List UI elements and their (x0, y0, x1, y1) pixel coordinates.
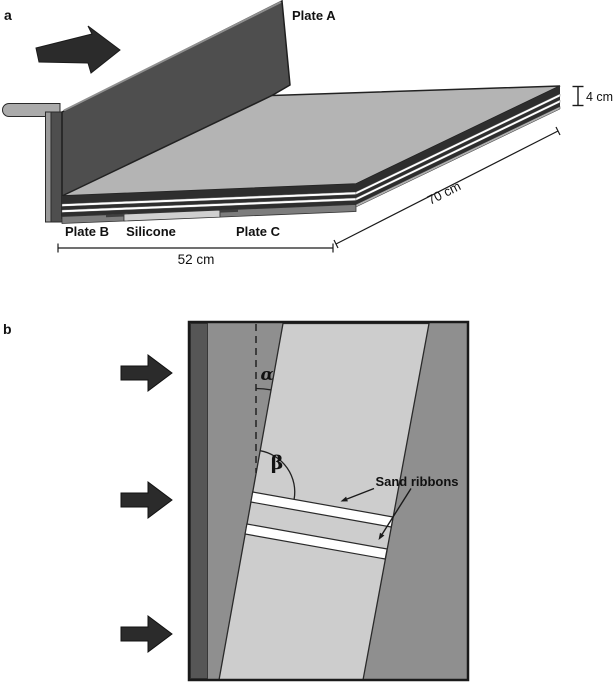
panel-b-label: b (3, 321, 12, 337)
width-dim-line (57, 243, 334, 253)
plate-c-base (219, 204, 357, 218)
silicone-right-tab (220, 209, 238, 213)
beta-angle-arc (259, 450, 296, 500)
sand-ribbon-1 (250, 491, 394, 528)
plate-c-label: Plate C (236, 224, 281, 239)
plate-a-motion-arrow-icon (35, 25, 121, 74)
thickness-dim-label: 4 cm (586, 90, 613, 104)
plate-a-top-edge (63, 1, 282, 112)
sand-ribbons-label: Sand ribbons (375, 474, 458, 489)
panel-b: b α β Sand ribbons (3, 320, 470, 682)
panel-a-label: a (4, 7, 12, 23)
front-layer-dark-2 (62, 194, 356, 210)
sand-ribbons-pointer-2-icon (378, 488, 412, 540)
side-base-edge (355, 106, 561, 208)
shear-arrow-middle-icon (120, 481, 173, 519)
front-layer-dark-1 (62, 184, 356, 204)
alpha-angle-arc (255, 387, 272, 391)
sand-ribbons-pointer-1-icon (340, 487, 375, 502)
beta-angle-label: β (271, 452, 284, 474)
plate-a-end-face (50, 111, 63, 223)
silicone-label: Silicone (126, 224, 176, 239)
panel-a: a (2, 0, 613, 267)
width-dim-label: 52 cm (178, 252, 215, 267)
plate-b-label: Plate B (65, 224, 109, 239)
depth-dim-line (333, 126, 561, 249)
depth-dim-label: 70 cm (425, 178, 463, 207)
side-layer-dark-3 (356, 102, 560, 205)
shear-arrow-top-icon (120, 354, 173, 392)
moving-wall-strip (190, 323, 208, 679)
silicone-left-tab (106, 214, 124, 218)
thickness-bracket (572, 85, 584, 107)
shear-arrow-bottom-icon (120, 615, 173, 653)
side-layer-dark-2 (356, 96, 560, 198)
plate-a-label: Plate A (292, 8, 336, 23)
map-view-border (187, 320, 470, 682)
front-layer-dark-3 (62, 200, 356, 217)
alpha-angle-label: α (260, 365, 273, 385)
sand-ribbon-2 (244, 523, 388, 560)
side-layer-dark-1 (356, 86, 560, 192)
